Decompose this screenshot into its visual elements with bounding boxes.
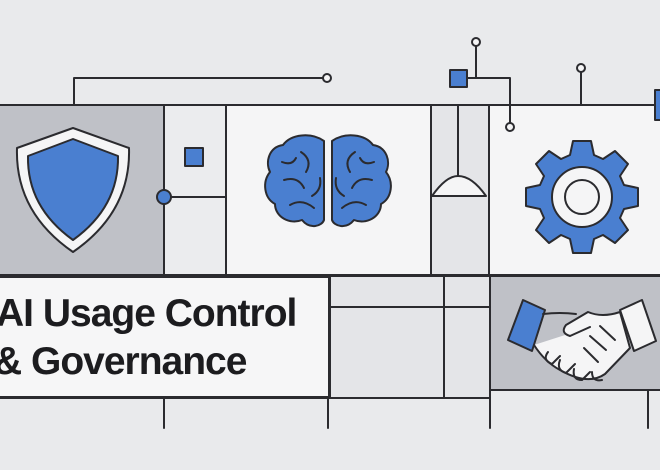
panel-connector [163,104,227,276]
wire-node [471,37,481,47]
panel-brain [225,104,432,276]
top-wire [73,77,324,106]
wire-node [322,73,332,83]
panel-middle [329,275,491,399]
node-square-right [654,89,660,121]
title-line-1: AI Usage Control [0,292,297,335]
title-box: AI Usage Control & Governance [0,276,330,398]
node-square-top [449,69,468,88]
connector-node [156,189,172,205]
brain-icon [264,134,392,227]
handshake-icon [507,299,657,382]
wire-node [505,122,515,132]
shield-icon [15,127,131,253]
node-square-small [184,147,204,167]
lamp-icon [431,104,487,297]
wire-node [576,63,586,73]
gear-icon [525,140,639,254]
title-line-2: & Governance [0,340,247,383]
